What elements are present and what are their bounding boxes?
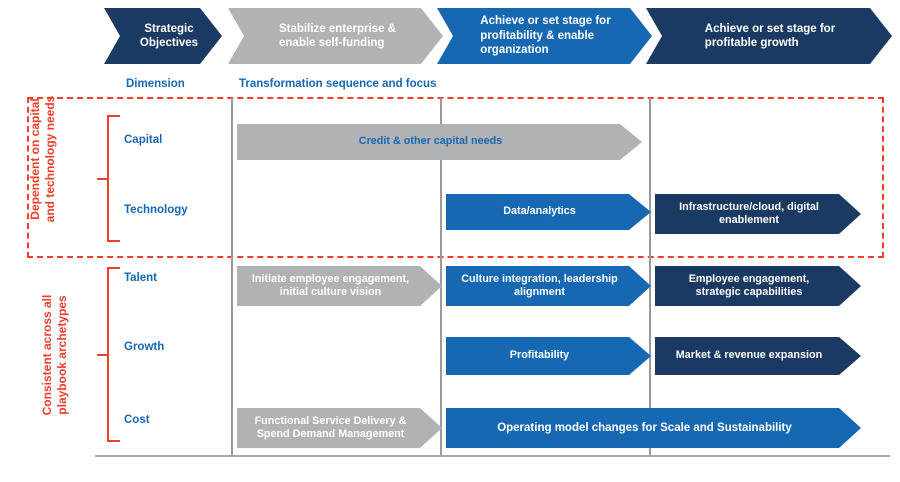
stage-arrow-label: Achieve or set stage for profitability &…	[480, 15, 611, 57]
item-arrow-label: Employee engagement, strategic capabilit…	[688, 272, 810, 298]
item-arrow-label: Credit & other capital needs	[358, 135, 503, 148]
column-divider-1	[231, 98, 233, 456]
item-arrow-label: Functional Service Delivery & Spend Dema…	[254, 414, 407, 440]
caption-transformation-sequence: Transformation sequence and focus	[239, 78, 437, 90]
item-arrow-infrastructure-cloud[interactable]: Infrastructure/cloud, digital enablement	[655, 194, 861, 234]
stage-arrow-achieve-profitability[interactable]: Achieve or set stage for profitability &…	[437, 8, 652, 64]
item-arrow-functional-service-delivery[interactable]: Functional Service Delivery & Spend Dema…	[237, 408, 442, 448]
dimension-label-cost: Cost	[124, 414, 150, 426]
dimension-label-capital: Capital	[124, 134, 163, 146]
stage-arrow-label: Stabilize enterprise & enable self-fundi…	[279, 22, 396, 49]
dimension-label-growth: Growth	[124, 341, 165, 353]
bracket-consistent-group	[97, 267, 121, 442]
item-arrow-label: Profitability	[509, 349, 570, 362]
item-arrow-market-revenue-expansion[interactable]: Market & revenue expansion	[655, 337, 861, 375]
item-arrow-profitability[interactable]: Profitability	[446, 337, 651, 375]
item-arrow-label: Operating model changes for Scale and Su…	[497, 421, 792, 434]
group-label-consistent: Consistent across all playbook archetype…	[40, 294, 69, 416]
baseline-axis	[95, 455, 890, 457]
item-arrow-label: Data/analytics	[503, 205, 576, 218]
item-arrow-operating-model-changes[interactable]: Operating model changes for Scale and Su…	[446, 408, 861, 448]
dimension-label-technology: Technology	[124, 204, 188, 216]
caption-dimension: Dimension	[126, 78, 185, 90]
stage-arrow-strategic-objectives[interactable]: Strategic Objectives	[104, 8, 222, 64]
column-divider-3	[649, 98, 651, 456]
group-label-dependent: Dependent on capital and technology need…	[28, 95, 57, 223]
dependent-group-outline	[27, 97, 884, 258]
bracket-dependent-group	[97, 115, 121, 242]
item-arrow-label: Initiate employee engagement, initial cu…	[251, 272, 410, 298]
item-arrow-credit-capital-needs[interactable]: Credit & other capital needs	[237, 124, 642, 160]
item-arrow-culture-integration[interactable]: Culture integration, leadership alignmen…	[446, 266, 651, 306]
item-arrow-initiate-employee-engagement[interactable]: Initiate employee engagement, initial cu…	[237, 266, 442, 306]
item-arrow-label: Culture integration, leadership alignmen…	[461, 272, 618, 298]
item-arrow-employee-engagement-capabilities[interactable]: Employee engagement, strategic capabilit…	[655, 266, 861, 306]
dimension-label-talent: Talent	[124, 272, 158, 284]
stage-arrow-profitable-growth[interactable]: Achieve or set stage for profitable grow…	[646, 8, 892, 64]
stage-arrow-stabilize-enterprise[interactable]: Stabilize enterprise & enable self-fundi…	[228, 8, 443, 64]
item-arrow-data-analytics[interactable]: Data/analytics	[446, 194, 651, 230]
stage-arrow-label: Achieve or set stage for profitable grow…	[704, 22, 836, 49]
column-divider-2	[440, 98, 442, 456]
stage-arrow-label: Strategic Objectives	[139, 22, 199, 49]
item-arrow-label: Market & revenue expansion	[675, 349, 823, 362]
item-arrow-label: Infrastructure/cloud, digital enablement	[679, 200, 819, 226]
